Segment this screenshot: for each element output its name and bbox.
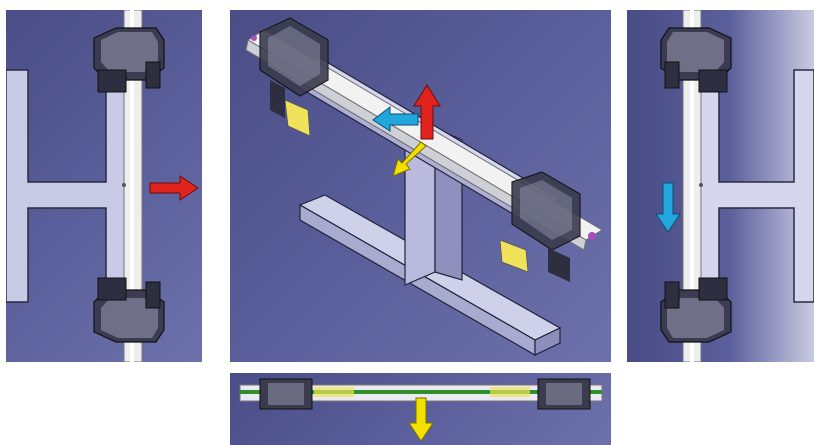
yellow-arrow-down-icon [408, 397, 434, 442]
right-side-view-drawing [660, 10, 814, 362]
top-view-drawing [239, 378, 603, 410]
top-carriage [93, 27, 165, 93]
bottom-carriage [660, 277, 732, 343]
right-side-view-panel [627, 10, 814, 362]
cyan-arrow-down-icon [655, 182, 681, 233]
red-arrow-right-icon [149, 175, 199, 201]
right-carriage [537, 378, 591, 410]
cyan-arrow-left-icon [372, 106, 419, 132]
left-carriage [259, 378, 313, 410]
isometric-assembly-drawing [245, 17, 603, 357]
green-strip [240, 390, 602, 394]
bottom-carriage [93, 277, 165, 343]
h-beam-profile [6, 69, 129, 303]
yellow-arrow-down-left-icon [392, 141, 427, 177]
top-view-panel [230, 373, 611, 445]
h-beam-profile [696, 69, 814, 303]
right-carriage [499, 171, 581, 282]
left-carriage [259, 17, 329, 137]
red-arrow-up-icon [413, 84, 441, 140]
left-side-view-panel [6, 10, 202, 362]
top-carriage [660, 27, 732, 93]
isometric-view-panel [230, 10, 611, 362]
left-side-view-drawing [6, 10, 165, 362]
